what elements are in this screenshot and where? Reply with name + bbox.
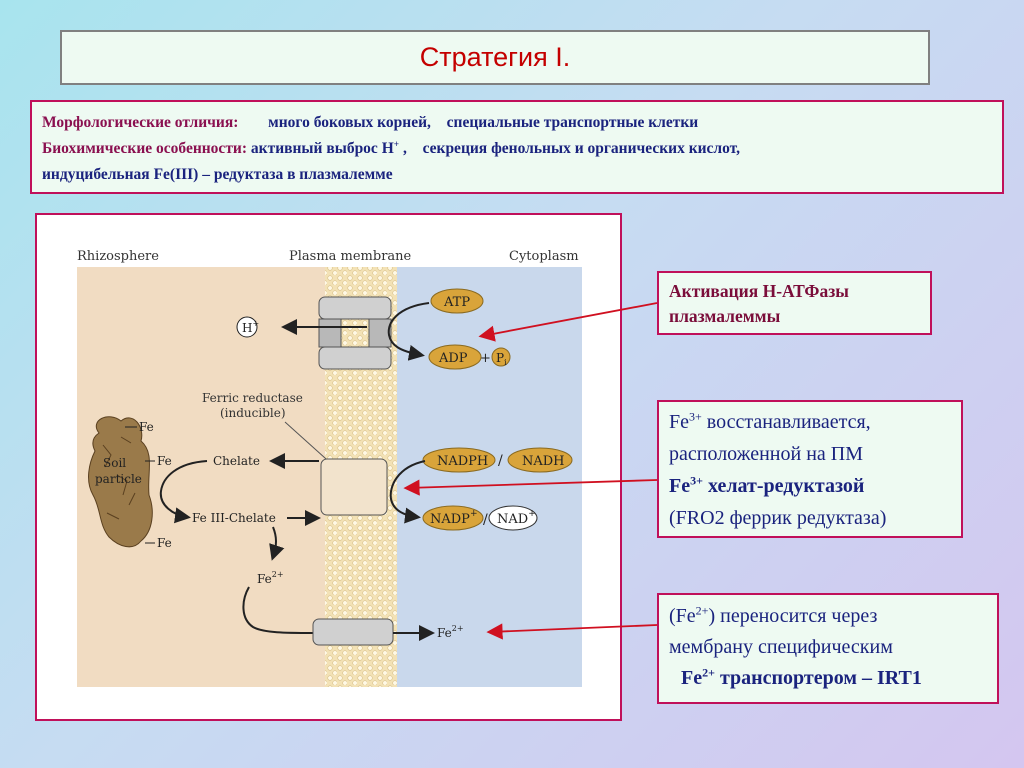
callout-reductase-line-1: Fe3+ восстанавливается, bbox=[669, 409, 871, 433]
morph-value-2: специальные транспортные клетки bbox=[446, 114, 699, 131]
callout-reductase-line-3: Fe3+ хелат-редуктазой bbox=[669, 473, 865, 497]
pi-label: Pi bbox=[496, 351, 507, 367]
pi-blob bbox=[491, 347, 511, 367]
bio-label: Биохимические особенности: bbox=[42, 140, 248, 157]
info-box: Морфологические отличия: много боковых к… bbox=[30, 100, 1004, 194]
atp-label: ATP bbox=[443, 295, 470, 310]
ferric-reductase-label: Ferric reductase bbox=[202, 391, 303, 405]
fe2-cytoplasm-label: Fe2+ bbox=[437, 624, 464, 640]
fe3-chelate-label: Fe III-Chelate bbox=[192, 511, 276, 525]
adp-blob bbox=[428, 344, 482, 370]
nadph-label: NADPH bbox=[437, 454, 488, 469]
morph-label: Морфологические отличия: bbox=[42, 114, 239, 131]
callout-irt1-line-1: (Fe2+) переносится через bbox=[669, 603, 878, 627]
nadp-blob bbox=[422, 505, 484, 531]
h-atpase-pump bbox=[318, 296, 392, 370]
page-title: Стратегия I. bbox=[419, 42, 571, 72]
nad-blob bbox=[488, 505, 538, 531]
h-label: H+ bbox=[242, 319, 259, 335]
soil-label: Soil bbox=[103, 456, 126, 470]
callout-irt1: (Fe2+) переносится через мембрану специф… bbox=[657, 593, 999, 704]
pointer-atpase bbox=[478, 302, 658, 342]
morph-row: Морфологические отличия: много боковых к… bbox=[42, 110, 992, 136]
atp-blob bbox=[430, 288, 484, 314]
fe3-to-fe2-arrow bbox=[269, 526, 285, 561]
chelate-label: Chelate bbox=[213, 454, 260, 468]
bio-value-1: активный выброс H+ , bbox=[250, 139, 407, 157]
bio-value-3: индуцибельная Fe(III) – редуктаза в плаз… bbox=[42, 166, 393, 183]
cytoplasm-label: Cytoplasm bbox=[509, 249, 579, 264]
nadph-arrow bbox=[389, 460, 426, 524]
fe2-label: Fe2+ bbox=[257, 570, 284, 586]
callout-atpase-line-2: плазмалеммы bbox=[669, 306, 781, 326]
nadh-blob bbox=[507, 447, 573, 473]
rhizosphere-label: Rhizosphere bbox=[77, 249, 159, 264]
ferric-reductase-protein bbox=[320, 458, 388, 516]
plasma-membrane-label: Plasma membrane bbox=[289, 249, 412, 264]
pointer-reductase bbox=[403, 479, 658, 496]
soil-particle bbox=[88, 416, 153, 548]
callout-atpase: Активация H-АТФазы плазмалеммы bbox=[657, 271, 932, 335]
ferric-reductase-inducible: (inducible) bbox=[220, 406, 286, 420]
nadph-slash: / bbox=[498, 453, 503, 469]
plus-sign: + bbox=[480, 351, 491, 366]
callout-reductase-line-2: расположенной на ПМ bbox=[669, 443, 864, 465]
callout-reductase-line-4: (FRO2 феррик редуктаза) bbox=[669, 507, 887, 529]
particle-label: particle bbox=[95, 472, 142, 486]
callout-irt1-line-3: Fe2+ транспортером – IRT1 bbox=[681, 665, 922, 689]
pointer-irt1 bbox=[486, 623, 658, 640]
callout-irt1-line-2: мембрану специфическим bbox=[669, 636, 893, 658]
nadp-label: NADP+ bbox=[430, 509, 477, 527]
bio-value-2: секреция фенольных и органических кислот… bbox=[422, 140, 741, 157]
nadp-slash: / bbox=[483, 512, 488, 528]
title-box: Стратегия I. bbox=[60, 30, 930, 85]
bio-row: Биохимические особенности: активный выбр… bbox=[42, 136, 992, 162]
iron-uptake-diagram: Rhizosphere Plasma membrane Cytoplasm AT… bbox=[37, 215, 620, 719]
morph-value-1: много боковых корней, bbox=[268, 114, 431, 131]
atp-arrow bbox=[387, 302, 430, 361]
nadph-blob bbox=[422, 447, 496, 473]
h-circle bbox=[236, 316, 258, 338]
callout-atpase-line-1: Активация H-АТФазы bbox=[669, 281, 849, 301]
chelate-to-fe3-arrow bbox=[159, 460, 208, 524]
nadh-label: NADH bbox=[522, 454, 565, 469]
fe2-transport-arrow bbox=[242, 586, 314, 634]
diagram-frame: Rhizosphere Plasma membrane Cytoplasm AT… bbox=[35, 213, 622, 721]
bio-row-2: индуцибельная Fe(III) – редуктаза в плаз… bbox=[42, 162, 992, 188]
fe-label-2: Fe bbox=[157, 454, 172, 468]
nad-label: NAD+ bbox=[497, 509, 536, 527]
adp-label: ADP bbox=[438, 351, 468, 366]
fe-label-1: Fe bbox=[139, 420, 154, 434]
callout-reductase: Fe3+ восстанавливается, расположенной на… bbox=[657, 400, 963, 538]
fe-label-3: Fe bbox=[157, 536, 172, 550]
